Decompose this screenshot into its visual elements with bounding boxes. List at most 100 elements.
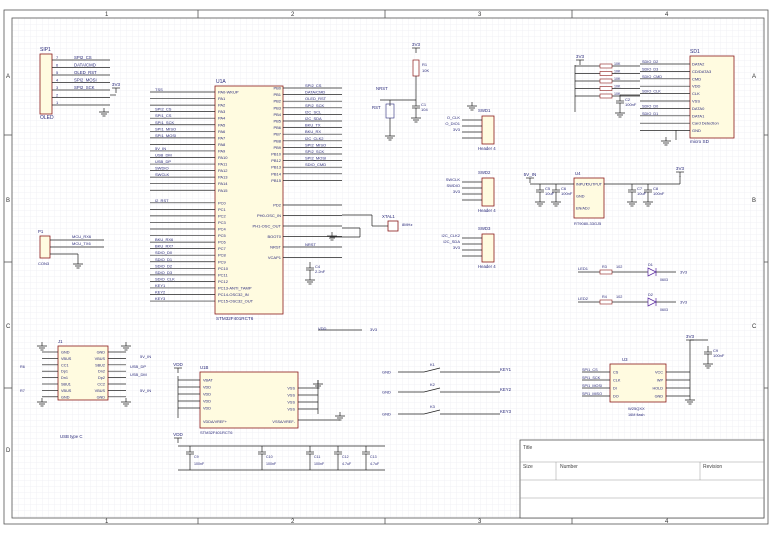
sd-pullup-resistor <box>599 93 613 99</box>
usb-pin-label: Dp2 <box>98 376 105 380</box>
ldo-pin-label: INPUT <box>576 183 588 187</box>
mcu-net-label: BKU_TX <box>305 123 321 128</box>
title-block: Title Size Number Revision <box>519 439 765 519</box>
sd-pullup-resistor <box>599 78 613 84</box>
row-label: C <box>6 324 11 330</box>
usb-net-label: USB_DM <box>130 372 147 377</box>
ground-symbol <box>685 399 695 405</box>
mcu-pin-label: PB12 <box>271 158 282 163</box>
mcu-net-label: BKU_RX <box>305 129 321 134</box>
sd-resistor-value: 10K <box>614 85 621 89</box>
power-label: 3V3 <box>576 54 585 59</box>
mcu-ref: U1A <box>216 79 226 85</box>
usb-ref: J1 <box>58 339 63 344</box>
mcu-net-label: SDIO_D1 <box>155 257 173 262</box>
usb-pin-label: VBUS <box>61 389 72 393</box>
crystal-value: 8MHz <box>402 222 412 227</box>
flash-ref: U3 <box>622 357 628 362</box>
mcu-pin-label: PA10 <box>218 155 228 160</box>
oled-net-label: DATA/CMD <box>74 63 96 68</box>
flash-pin-label: HOLD <box>652 387 663 391</box>
capacitor-ref: C6 <box>561 186 567 191</box>
mcu-net-label: SPI2_MISO <box>305 142 326 147</box>
led-resistor-ref: R3 <box>602 265 607 269</box>
key-switch <box>423 367 441 373</box>
sd-net-label: SDIO_D2 <box>642 60 658 64</box>
header-swd2-net: 3V3 <box>453 189 461 194</box>
mcu-pin-label: PC10 <box>218 266 229 271</box>
header-swd3-net: 3V3 <box>453 245 461 250</box>
oled-connector-body <box>39 53 53 115</box>
ldo-pin-label: GND <box>576 195 585 199</box>
col-label: 3 <box>478 519 482 525</box>
sd-pin-label: VDD <box>692 84 701 89</box>
sd-pullup-resistor <box>599 71 613 76</box>
mcu-pin-label: PC15-OSC32_OUT <box>218 299 254 304</box>
usb-name: USB type C <box>60 434 82 439</box>
ground-symbol <box>37 401 47 407</box>
ground-symbol <box>385 135 395 141</box>
mcu-power-pin: VSS <box>287 401 295 405</box>
mcu-pin-label: PB0 <box>273 86 281 91</box>
capacitor-ref: C1 <box>421 102 427 107</box>
flash-pin-label: DO <box>613 395 619 399</box>
ground-symbol <box>661 140 671 146</box>
mcu-net-label: BKU_RX6 <box>155 237 174 242</box>
mcu-net-label: SDIO_D2 <box>155 263 173 268</box>
mcu-pin-label: PC3 <box>218 220 227 225</box>
mcu-net-label: KEY2 <box>155 290 166 295</box>
uart-net-label: MCU_TX6 <box>72 241 91 246</box>
frame-labels: 1 2 3 4 1 2 3 4 A B C D A B C D <box>6 12 757 525</box>
key-gnd-label: GND <box>382 412 391 417</box>
sd-resistor-value: 10K <box>614 92 621 96</box>
mcu-pin-label: PA9 <box>218 148 226 153</box>
mcu-net-label: KEY3 <box>155 296 166 301</box>
mcu-pin-label: PC11 <box>218 272 228 277</box>
flash-pin-label: GND <box>655 395 664 399</box>
drawing-frame <box>3 9 769 525</box>
number-label: Number <box>560 464 578 470</box>
mcu-pin-label: NRST <box>270 245 281 250</box>
mcu-net-label: SPI2_SCK <box>305 103 324 108</box>
mcu-power-pin: VDD <box>203 400 211 404</box>
mcu-power-pin: VSS <box>287 387 295 391</box>
mcu-pin-label: PC8 <box>218 253 227 258</box>
mcu-pin-label: PA14 <box>218 181 228 186</box>
uart-connector-body <box>39 235 51 259</box>
led-resistor <box>599 299 613 305</box>
mcu-net-label: SDIO_D0 <box>155 250 173 255</box>
uart-ref: P1 <box>38 229 44 234</box>
oled-pin-number: 7 <box>56 55 59 60</box>
ground-symbol <box>703 363 713 369</box>
power-label: VDD <box>173 432 183 437</box>
key-net-label: KEY1 <box>500 367 512 372</box>
mcu-power-pin: VBAT <box>203 379 213 383</box>
mcu-pin-label: PA0-WKUP <box>218 90 239 95</box>
ground-symbol <box>121 345 131 351</box>
mcu-pin-label: PC0 <box>218 200 227 205</box>
mcu-pin-label: PC9 <box>218 259 227 264</box>
mcu-net-label: USB_DP <box>155 159 171 164</box>
led-power-label: 3V3 <box>680 270 688 275</box>
reset-resistor <box>412 59 420 77</box>
usb-pin-label: VBUS <box>95 389 106 393</box>
oled-pin-number: 4 <box>56 78 59 83</box>
header-swd2-ref: SWD2 <box>478 170 491 175</box>
row-label: D <box>6 448 11 454</box>
mcu-net-label: I2C_CLK2 <box>305 136 324 141</box>
sd-pin-label: DATA2 <box>692 62 705 67</box>
mcu-pin-label: PA4 <box>218 116 226 121</box>
oled-pin-number: 1 <box>56 100 59 105</box>
ground-symbol <box>335 415 345 421</box>
capacitor-ref: C4 <box>315 264 321 269</box>
crystal-ref: XTAL1 <box>382 214 395 219</box>
key-net-label: KEY2 <box>500 387 512 392</box>
flash-pin-label: DI <box>613 387 617 391</box>
mcu-pin-label: PB2 <box>273 99 281 104</box>
mcu-pin-label: PB10 <box>271 152 282 157</box>
mcu-net-label: KEY1 <box>155 283 166 288</box>
row-label: A <box>6 74 10 80</box>
mcu-power-cap-ref: C12 <box>342 455 349 459</box>
header-swd2-net: SWDIO <box>446 183 460 188</box>
capacitor-value: 10uF <box>637 191 647 196</box>
